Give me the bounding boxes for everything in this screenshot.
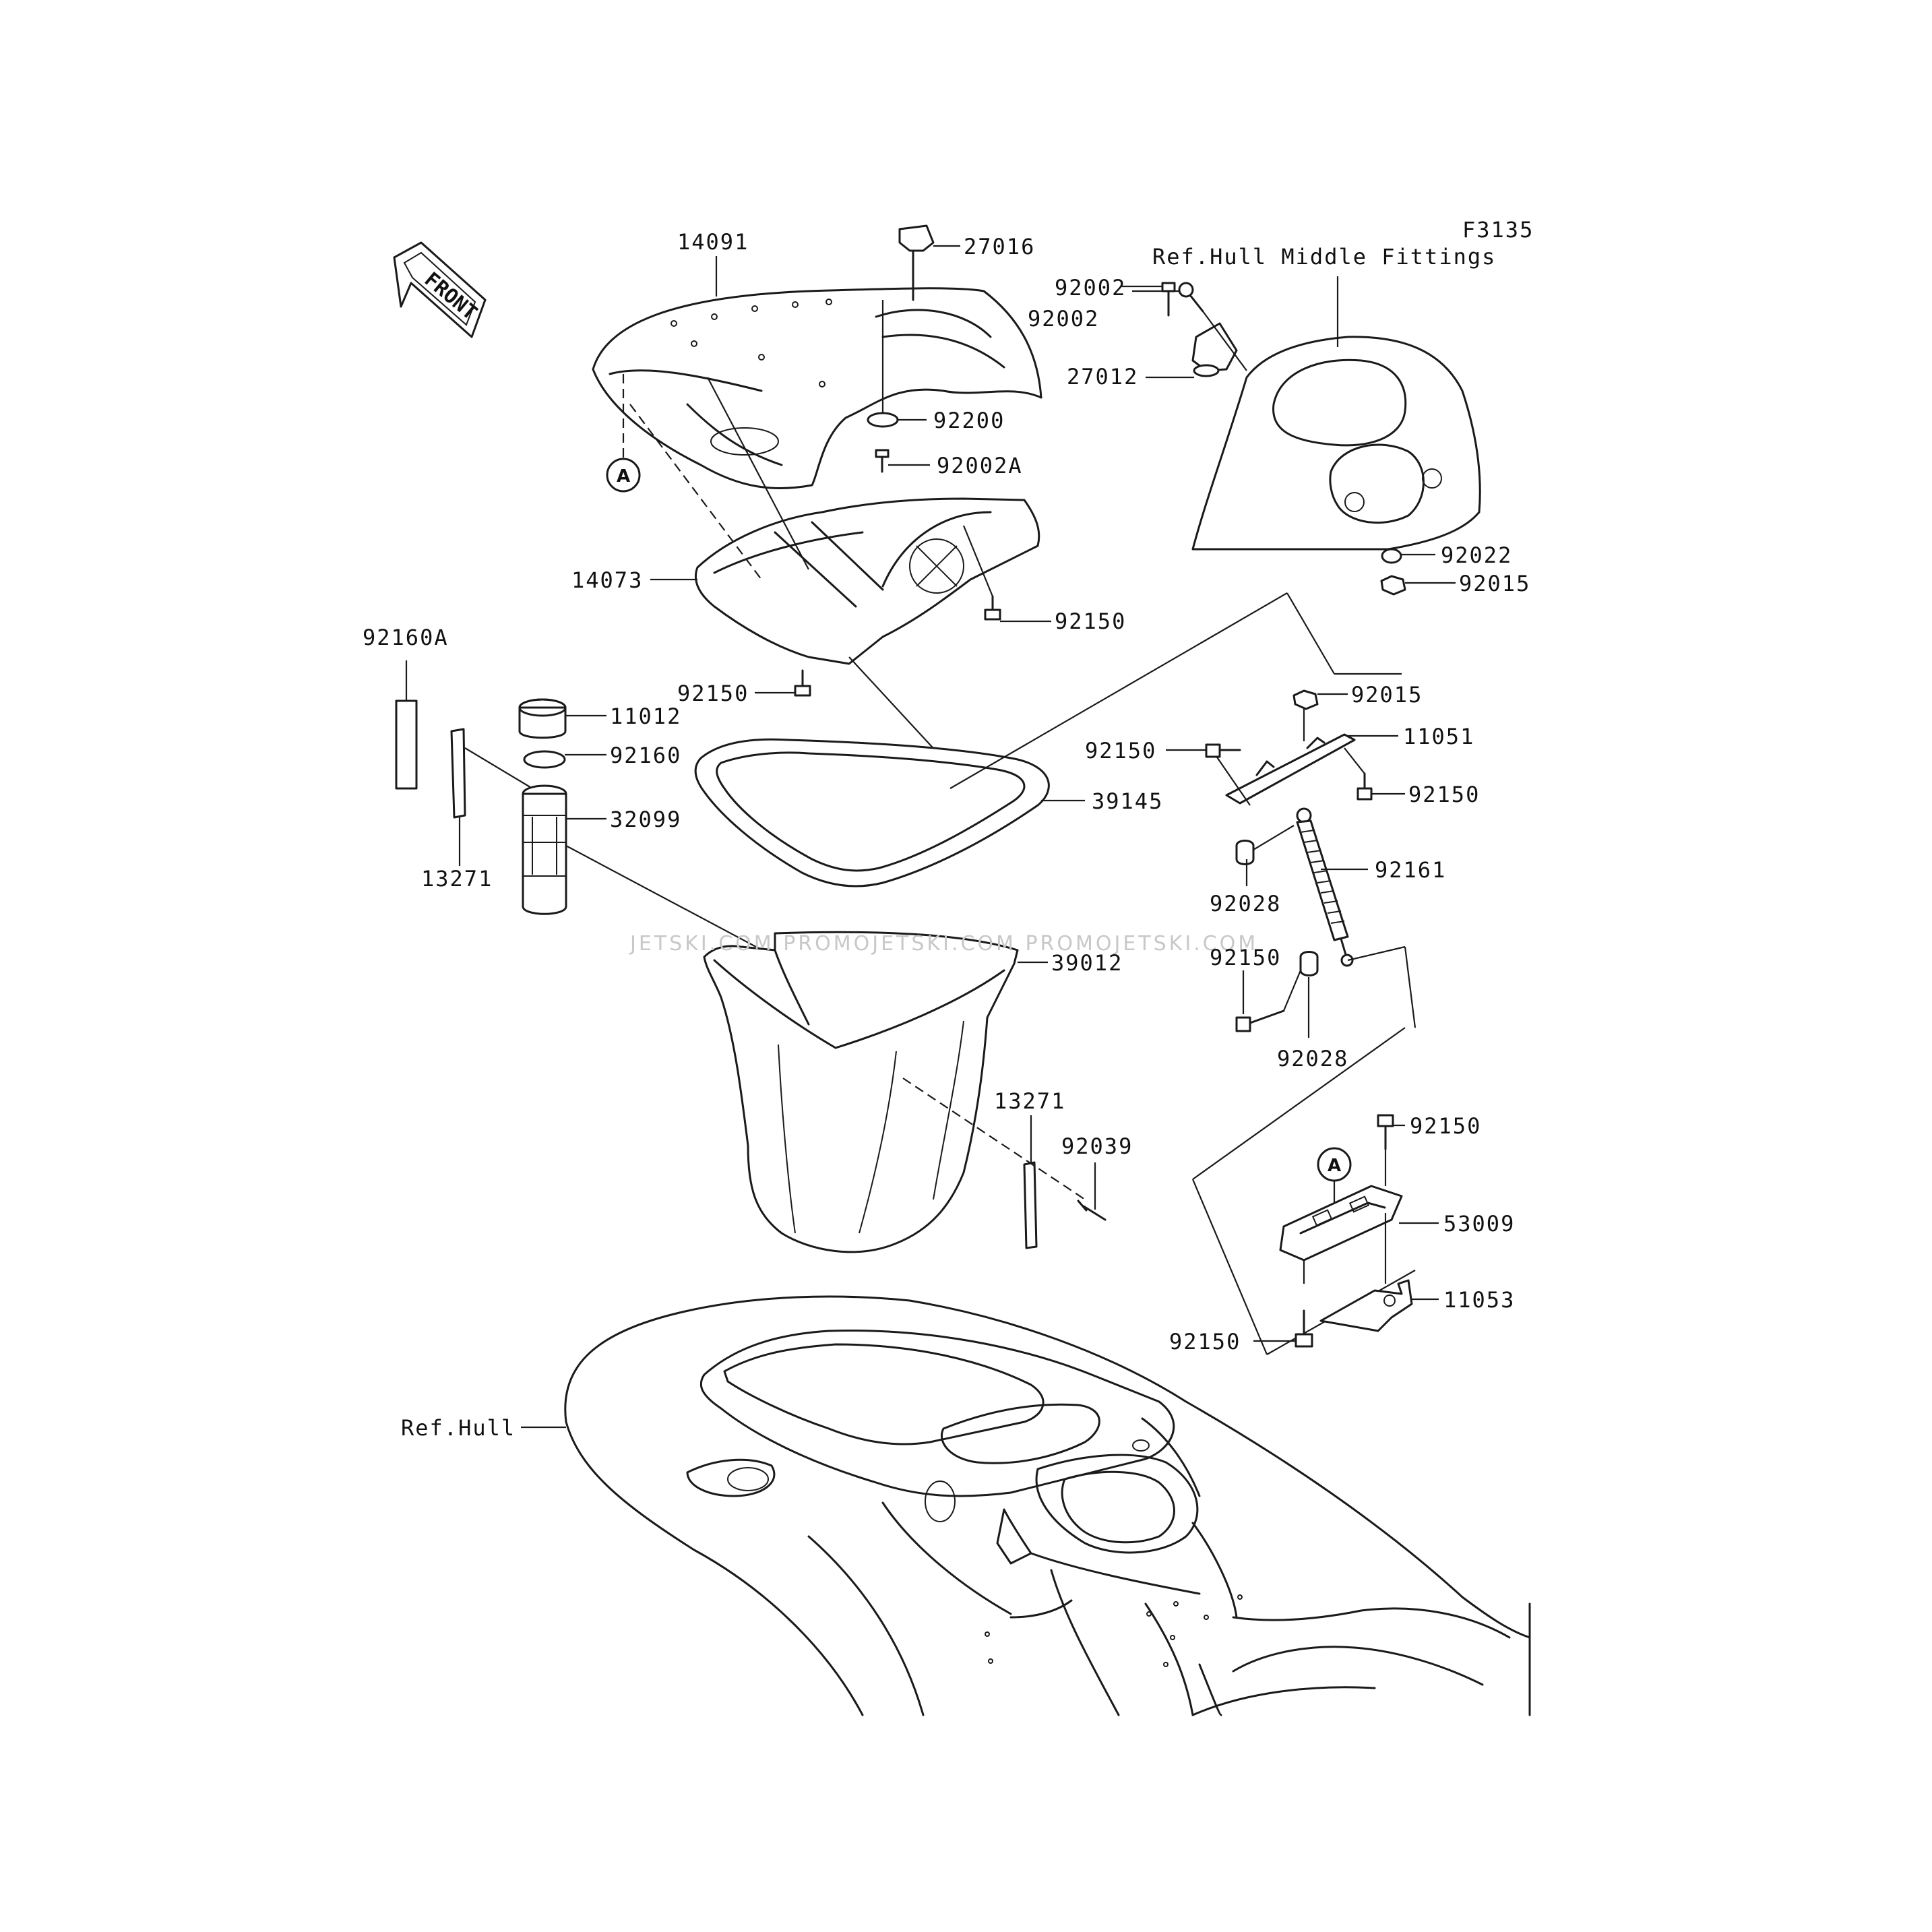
screw-92002-a-shape — [1178, 282, 1204, 313]
label-92022: 92022 — [1441, 542, 1512, 568]
label-ref-hull: Ref.Hull — [401, 1415, 516, 1441]
screw-92002-b-shape — [1161, 282, 1176, 317]
bolt-92002a-shape — [875, 449, 890, 473]
label-92160: 92160 — [610, 743, 681, 768]
bushing-92028-b-shape — [1299, 951, 1319, 976]
label-92028-lower: 92028 — [1277, 1046, 1348, 1071]
label-92015-upper: 92015 — [1459, 571, 1530, 596]
hull-middle-fittings-shape — [1191, 336, 1481, 551]
label-14073: 14073 — [571, 567, 643, 593]
grip-27016-shape — [898, 224, 935, 301]
label-13271-left: 13271 — [421, 866, 493, 892]
ring-92160-shape — [523, 750, 566, 769]
label-13271-right: 13271 — [994, 1088, 1065, 1114]
pad-92160a-shape — [395, 699, 418, 790]
gas-spring-92161-shape — [1296, 807, 1354, 967]
seat-base-shape — [694, 497, 1040, 665]
latch-53009-shape — [1279, 1185, 1403, 1261]
bolt-92150-a-shape — [984, 595, 1001, 621]
cap-11012-shape — [518, 698, 567, 739]
bolt-92150-d-shape — [1357, 772, 1373, 801]
label-ref-hull-middle: Ref.Hull Middle Fittings — [1152, 244, 1496, 270]
label-92028-upper: 92028 — [1210, 891, 1281, 916]
bolt-92150-b-shape — [794, 669, 811, 697]
label-39012: 39012 — [1051, 950, 1123, 976]
figure-code: F3135 — [1462, 217, 1534, 243]
part-labels: 14091 27016 92200 92002A 14073 92150 921… — [363, 229, 1530, 1441]
label-92150-bracket-right: 92150 — [1408, 782, 1480, 807]
washer-92200-shape — [867, 412, 899, 428]
plate-11053-shape — [1319, 1279, 1413, 1332]
bolt-92150-e-shape — [1235, 1009, 1285, 1032]
label-92150-latch-top: 92150 — [1410, 1113, 1481, 1139]
gasket-39145-shape — [694, 738, 1050, 887]
washer-92022-shape — [1381, 548, 1402, 564]
bolt-92150-c-shape — [1205, 743, 1241, 758]
front-arrow-icon: FRONT — [393, 241, 487, 338]
nut-92015-b-shape — [1292, 689, 1319, 710]
label-53009: 53009 — [1443, 1211, 1515, 1237]
callout-a-top: A — [606, 374, 641, 493]
label-92150-seat-left: 92150 — [677, 681, 749, 706]
label-92150-bracket-left: 92150 — [1085, 738, 1156, 764]
strap-13271-left-shape — [450, 728, 466, 819]
bolt-92150-f-shape — [1377, 1114, 1394, 1150]
label-92002-second: 92002 — [1028, 306, 1099, 332]
bracket-27012-shape — [1191, 322, 1238, 377]
label-27012: 27012 — [1067, 364, 1138, 389]
bushing-92028-a-shape — [1235, 840, 1255, 865]
label-92015-lower: 92015 — [1351, 682, 1423, 708]
watermark: JETSKI.COM PROMOJETSKI.COM PROMOJETSKI.C… — [629, 932, 1258, 956]
leader-lines — [565, 245, 1456, 1342]
label-92002-upper: 92002 — [1055, 275, 1126, 301]
callout-a-latch: A — [1317, 1147, 1352, 1182]
label-27016: 27016 — [964, 234, 1035, 259]
label-92150-seat-right: 92150 — [1055, 609, 1126, 634]
bracket-11051-shape — [1225, 733, 1356, 805]
label-92150-spring: 92150 — [1210, 945, 1281, 970]
label-92039: 92039 — [1061, 1133, 1133, 1159]
svg-text:A: A — [617, 466, 630, 487]
tube-32099-shape — [522, 784, 567, 915]
label-14091: 14091 — [677, 229, 749, 255]
label-92150-latch-bottom: 92150 — [1169, 1329, 1241, 1354]
seat-cover-shape — [592, 287, 1042, 490]
label-92002A: 92002A — [937, 453, 1023, 478]
label-92160A: 92160A — [363, 625, 449, 650]
label-39145: 39145 — [1092, 788, 1163, 814]
rivet-92039-shape — [1077, 1199, 1107, 1221]
svg-text:A: A — [1328, 1156, 1341, 1176]
label-32099: 32099 — [610, 807, 681, 832]
label-11051: 11051 — [1403, 724, 1474, 749]
nut-92015-a-shape — [1380, 575, 1406, 596]
hull-shape — [564, 1295, 1531, 1716]
strap-13271-right-shape — [1023, 1161, 1038, 1249]
label-92200: 92200 — [933, 408, 1005, 433]
label-11012: 11012 — [610, 704, 681, 729]
bolt-92150-g-shape — [1295, 1309, 1313, 1348]
storage-tub-39012-shape — [703, 931, 1019, 1253]
label-92161: 92161 — [1375, 857, 1446, 883]
label-11053: 11053 — [1443, 1287, 1515, 1313]
